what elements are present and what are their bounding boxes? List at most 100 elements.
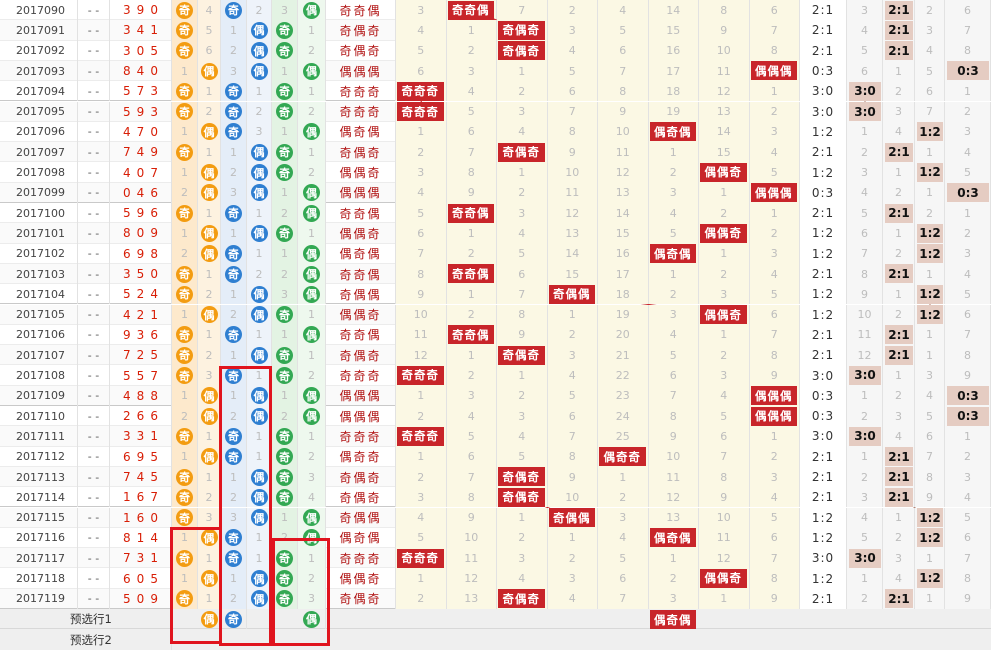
ratio-miss-cell: 9 [915,487,945,508]
digit-cell: 奇 [221,527,247,549]
miss-count: 1 [255,450,263,464]
digit-cell: 偶 [298,243,326,264]
separator: - - [78,588,110,609]
miss-count: 6 [205,44,213,58]
ratio-miss-cell: 3 [847,487,883,508]
form-miss-cell: 3 [396,0,447,21]
miss-count: 3 [518,105,526,119]
separator: - - [78,446,110,467]
miss-count: 1 [205,551,213,565]
digit-cell: 偶 [247,304,272,325]
digit-cell: 偶 [198,527,221,549]
ratio-hit-tag: 3:0 [849,81,881,101]
separator: - - [78,203,110,224]
ratio-miss-cell: 11 [847,324,883,346]
miss-count: 5 [964,511,971,525]
digit-cell: 2 [247,263,272,285]
preselect-form-tag[interactable]: 偶奇偶 [649,610,696,629]
miss-count: 10 [666,450,681,464]
preselect-label-2: 预选行2 [0,629,172,650]
form-miss-cell: 12 [547,203,598,224]
parity-ball: 奇 [225,82,242,100]
miss-count: 3 [926,369,933,383]
digit-cell: 偶 [247,284,272,305]
form-miss-cell: 6 [648,365,699,386]
preselect-pick[interactable]: 偶 [298,609,326,629]
preselect-pick[interactable]: 奇 [221,609,247,629]
digit-cell: 1 [272,243,298,264]
miss-count: 3 [861,3,868,17]
ratio-value: 1:2 [800,243,847,264]
miss-count: 6 [964,531,971,545]
form-hit-tag: 偶奇奇 [599,447,646,467]
digit-cell: 奇 [272,81,298,102]
parity-ball: 偶 [250,387,268,405]
parity-form: 奇奇奇 [326,426,396,447]
parity-ball: 奇 [176,103,193,121]
parity-form: 偶偶偶 [326,60,396,82]
form-miss-cell: 6 [396,223,447,244]
ratio-miss-cell: 5 [945,284,991,305]
miss-count: 5 [417,44,425,58]
miss-count: 1 [230,287,237,301]
miss-count: 3 [770,125,778,139]
miss-count: 1 [669,267,677,281]
form-miss-cell: 15 [699,142,750,163]
form-miss-cell: 18 [648,81,699,102]
miss-count: 15 [615,226,630,240]
form-miss-cell: 3 [648,588,699,609]
parity-ball: 奇 [176,427,193,445]
form-hit-tag: 奇偶偶 [548,508,595,527]
draw-digits: 593 [110,101,172,122]
form-miss-cell: 14 [699,121,750,143]
miss-count: 2 [770,226,778,240]
form-miss-cell: 9 [699,487,750,508]
parity-ball: 偶 [250,224,268,242]
digit-cell: 1 [247,243,272,264]
miss-count: 9 [568,145,576,159]
ratio-miss-cell: 1 [915,142,945,163]
digit-cell: 4 [198,0,221,21]
miss-count: 12 [413,348,428,362]
form-hit-tag: 偶偶奇 [700,568,747,588]
form-hit-tag: 奇奇奇 [397,365,444,385]
digit-cell: 2 [198,345,221,366]
miss-count: 5 [518,450,526,464]
miss-count: 2 [181,409,188,423]
form-miss-cell: 2 [547,0,598,21]
parity-ball: 奇 [176,21,193,39]
ratio-miss-cell: 2 [945,101,991,122]
form-miss-cell: 4 [396,507,447,528]
miss-count: 2 [308,450,315,464]
miss-count: 6 [467,125,475,139]
issue-number: 2017092 [0,40,78,61]
ratio-value: 1:2 [800,507,847,528]
issue-number: 2017094 [0,81,78,102]
digit-cell: 偶 [247,406,272,427]
miss-count: 1 [720,186,728,200]
separator: - - [78,365,110,386]
parity-ball: 奇 [176,1,193,19]
miss-count: 9 [467,186,475,200]
digit-cell: 2 [221,162,247,183]
parity-ball: 偶 [200,407,218,425]
miss-count: 2 [308,166,315,180]
digit-cell: 奇 [221,121,247,143]
form-miss-cell: 1 [497,60,548,82]
parity-ball: 奇 [176,204,193,222]
form-miss-cell: 23 [598,385,649,406]
miss-count: 1 [181,125,188,139]
miss-count: 2 [255,3,263,17]
miss-count: 1 [568,531,576,545]
miss-count: 6 [720,429,728,443]
form-miss-cell: 7 [547,101,598,122]
digit-cell: 偶 [198,446,221,467]
miss-count: 21 [615,348,630,362]
ratio-miss-cell: 4 [915,385,945,406]
miss-count: 8 [770,572,778,586]
form-miss-cell: 5 [396,40,447,61]
digit-cell: 奇 [172,466,198,488]
form-hit-tag: 偶偶奇 [700,305,747,324]
form-hit-tag: 奇奇奇 [397,102,444,121]
miss-count: 2 [518,389,526,403]
